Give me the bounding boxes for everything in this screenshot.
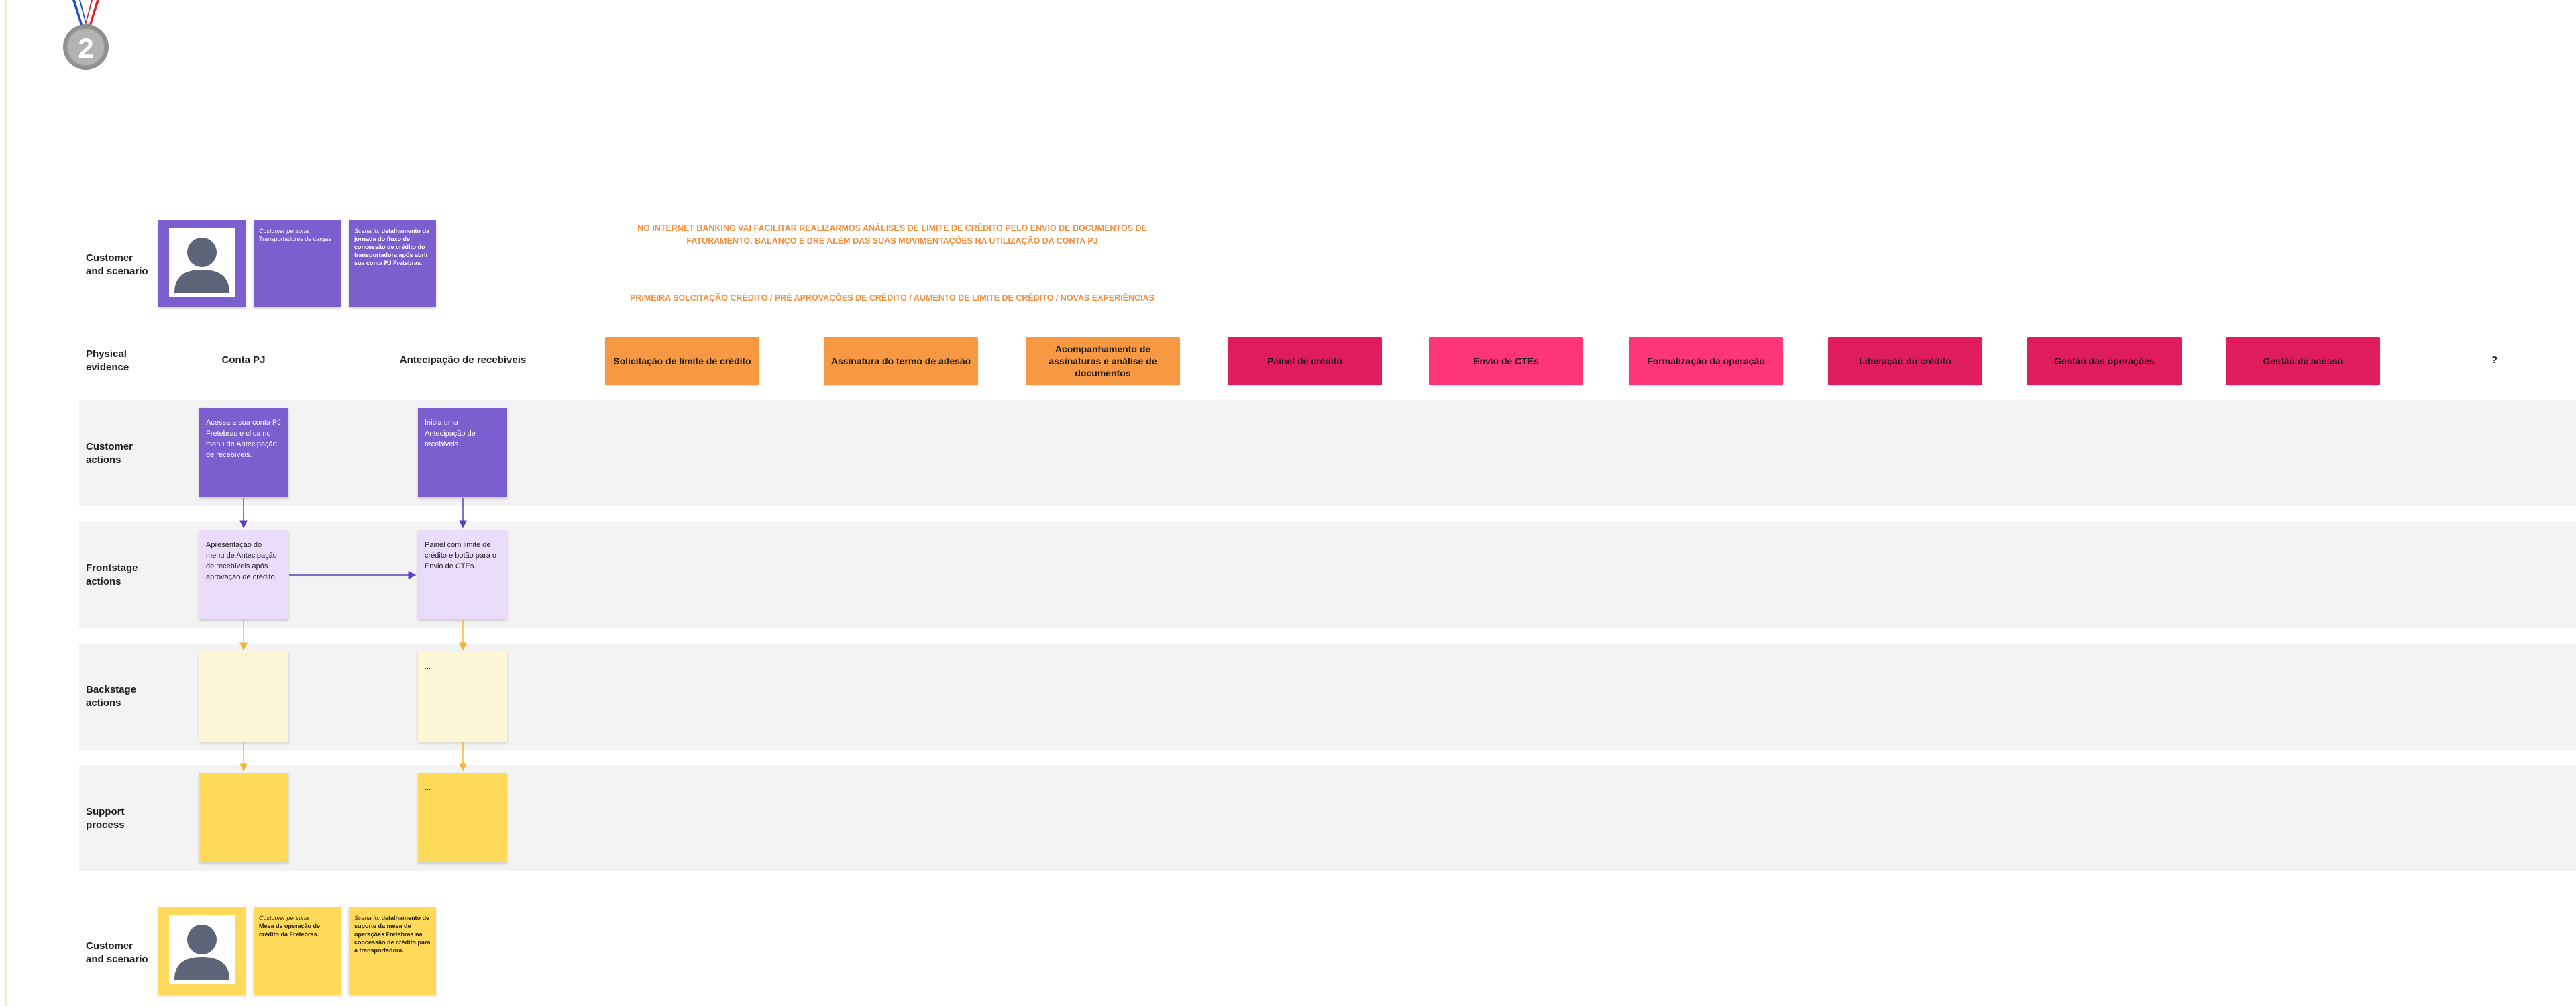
row-label-physical-evidence: Physical evidence	[86, 348, 129, 373]
scenario-card: Scenario: detalhamento da jornada do flu…	[349, 220, 436, 307]
row-label-frontstage: Frontstage actions	[86, 562, 138, 587]
evidence-conta-pj: Conta PJ	[221, 354, 266, 366]
persona-label-bottom: Customer persona:	[259, 915, 311, 921]
row-label-backstage: Backstage actions	[86, 684, 137, 709]
persona-avatar-card-bottom	[158, 907, 246, 995]
medal-number: 2	[78, 32, 94, 64]
scenario-value-bottom: detalhamento de suporte da mesa de opera…	[354, 915, 431, 954]
stage-gestao-operacoes[interactable]: Gestão das operações	[2027, 337, 2182, 385]
support-card-1[interactable]: ...	[199, 773, 288, 862]
left-margin-rule	[5, 0, 7, 1006]
row-label-customer-scenario: Customer and scenario	[86, 252, 148, 277]
row-label-support: Support process	[86, 806, 125, 831]
scenario-text: Scenario: detalhamento da jornada do flu…	[354, 227, 431, 267]
evidence-antecipacao: Antecipação de recebíveis	[399, 354, 527, 366]
headline-line-2: FATURAMENTO, BALANÇO E DRE ALÉM DAS SUAS…	[686, 236, 1098, 246]
persona-card-bottom: Customer persona: Mesa de operação de cr…	[254, 907, 341, 995]
stage-painel-credito[interactable]: Painel de crédito	[1228, 337, 1382, 385]
customer-action-card-1[interactable]: Acessa a sua conta PJ Fretebras e clica …	[199, 408, 288, 497]
backstage-card-2[interactable]: ...	[418, 652, 507, 742]
scenario-value: detalhamento da jornada do fluxo de conc…	[354, 228, 430, 266]
evidence-question-mark: ?	[2491, 354, 2498, 366]
support-card-2[interactable]: ...	[418, 773, 507, 862]
persona-value-bottom: Mesa de operação de crédito da Fretebras…	[259, 923, 321, 938]
stage-formalizacao-operacao[interactable]: Formalização da operação	[1629, 337, 1783, 385]
persona-card: Customer persona: Transportadores de car…	[254, 220, 341, 307]
scenario-label-bottom: Scenario:	[354, 915, 380, 921]
user-icon-bottom	[174, 925, 229, 980]
row-label-customer-scenario-bottom: Customer and scenario	[86, 940, 148, 965]
frontstage-card-1[interactable]: Apresentação do menu de Antecipação de r…	[199, 530, 288, 619]
customer-action-card-2[interactable]: Inicia uma Antecipação de recebíveis.	[418, 408, 507, 497]
stage-solicitacao-limite[interactable]: Solicitação de limite de crédito	[605, 337, 759, 385]
stage-assinatura-termo[interactable]: Assinatura do termo de adesão	[824, 337, 978, 385]
avatar-bottom	[169, 915, 235, 984]
backstage-card-1[interactable]: ...	[199, 652, 288, 742]
stage-gestao-acesso[interactable]: Gestão de acesso	[2226, 337, 2380, 385]
scenario-label: Scenario:	[354, 228, 380, 234]
stage-liberacao-credito[interactable]: Liberação do crédito	[1828, 337, 1982, 385]
medal-icon: 2	[59, 0, 113, 74]
stage-envio-ctes[interactable]: Envio de CTEs	[1429, 337, 1583, 385]
headline-line-1: NO INTERNET BANKING VAI FACILITAR REALIZ…	[637, 223, 1147, 233]
frontstage-card-2[interactable]: Painel com limite de crédito e botão par…	[418, 530, 507, 619]
scenario-text-bottom: Scenario: detalhamento de suporte da mes…	[354, 914, 431, 954]
stage-acompanhamento-assinaturas[interactable]: Acompanhamento de assinaturas e análise …	[1026, 337, 1180, 385]
headline-line-3: PRIMEIRA SOLCITAÇÃO CRÉDITO / PRÉ APROVA…	[630, 293, 1155, 303]
scenario-card-bottom: Scenario: detalhamento de suporte da mes…	[349, 907, 436, 995]
user-icon	[174, 238, 229, 293]
persona-value: Transportadores de cargas	[259, 236, 331, 242]
persona-avatar-card	[158, 220, 246, 307]
persona-label: Customer persona:	[259, 228, 311, 234]
avatar	[169, 228, 235, 297]
row-label-customer-actions: Customer actions	[86, 441, 133, 466]
